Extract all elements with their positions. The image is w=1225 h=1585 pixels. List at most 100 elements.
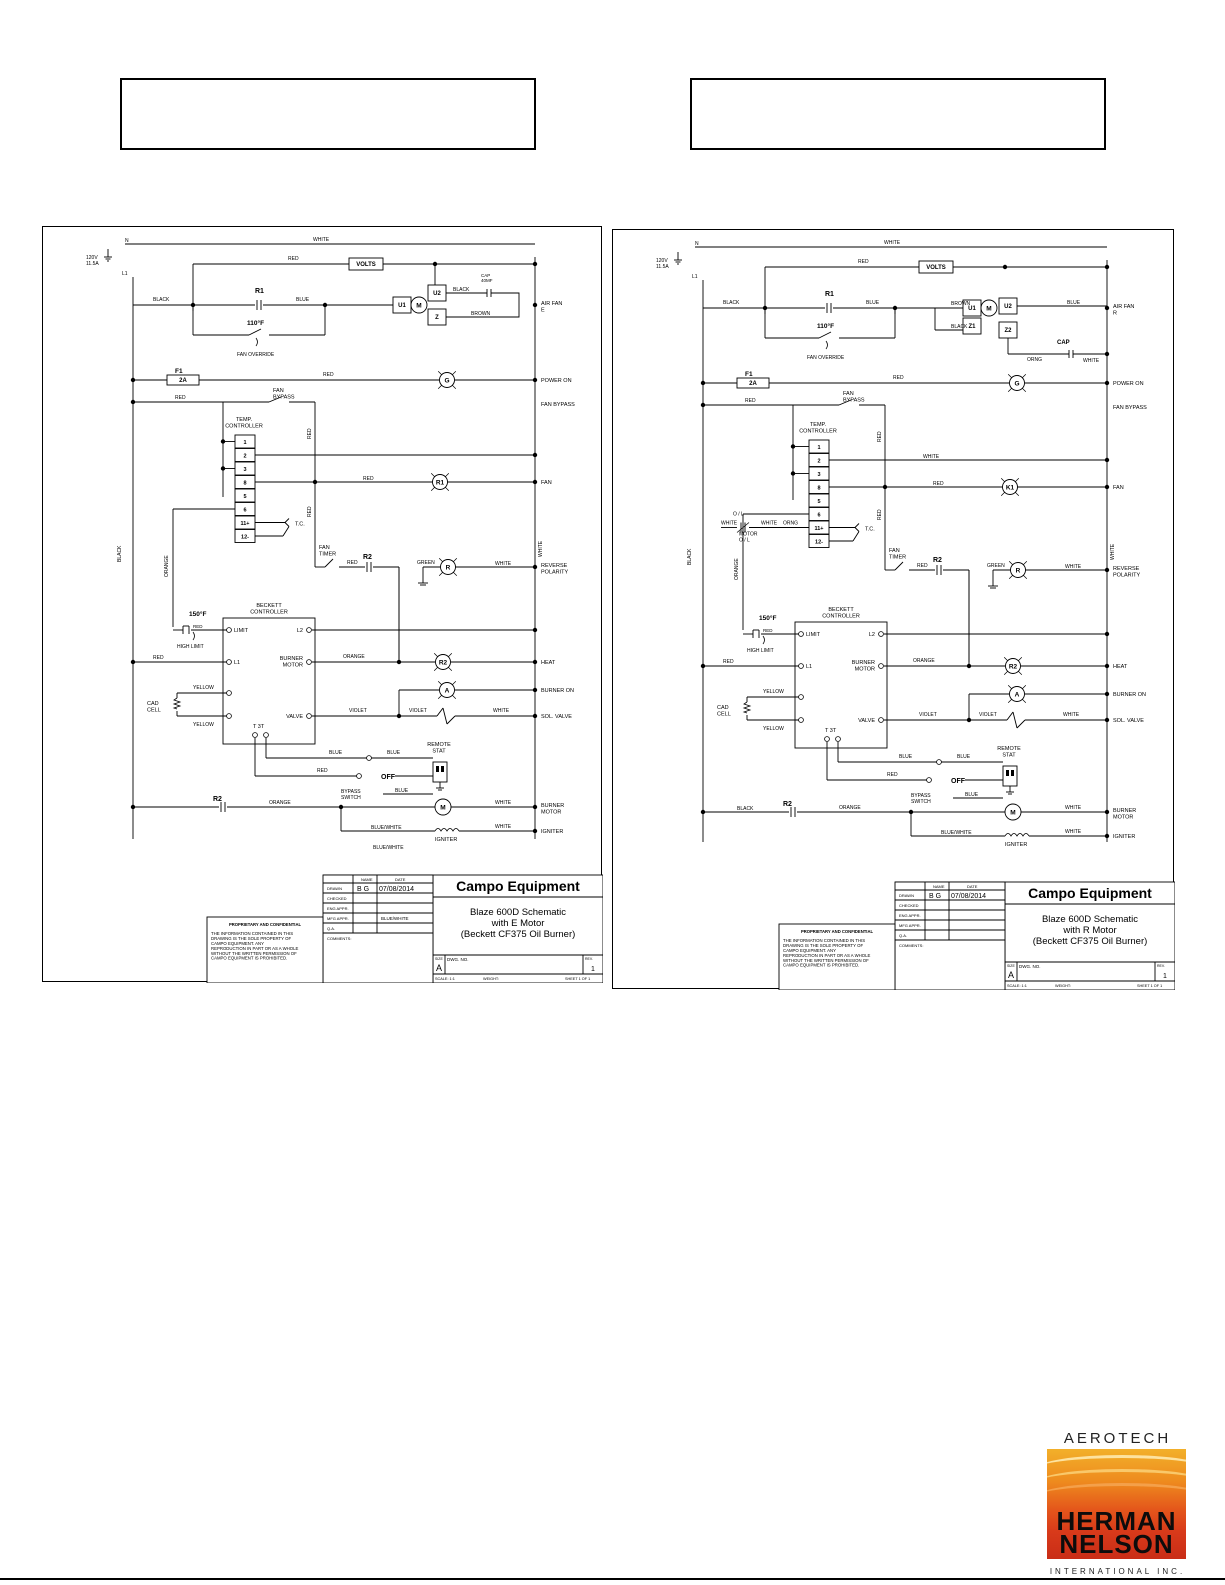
terminal [306,627,312,633]
approval-row-label: Q.A. [899,933,907,938]
burner-on-lamp-label: A [445,688,450,695]
wire-label: BLUE/WHITE [941,830,972,836]
wire-label: VIOLET [349,708,367,714]
rev-label: REV. [585,957,593,961]
terminal-label-1: 1 [243,440,246,446]
line-l1-label: L1 [122,271,128,277]
beckett-controller [794,621,888,749]
wire-label: RED [887,772,898,778]
reverse-polarity-lamp-label: R [1016,568,1021,575]
wire [1023,560,1028,565]
wire-label: RED [175,395,186,401]
wire-label: ORANGE [913,658,935,664]
wire-label: VIOLET [919,712,937,718]
proprietary-title: PROPRIETARY AND CONFIDENTIAL [229,922,302,927]
heat-label: HEAT [1113,664,1128,670]
wire-label: RED [917,563,928,569]
fan-relay-lamp [432,474,448,490]
wire-label: RED [933,481,944,487]
r1-contact-label: R1 [255,288,264,295]
wire-label: BLUE [899,754,913,760]
high-limit-temp-label: 150°F [189,610,206,618]
fan-bypass-label: FAN BYPASS [1113,405,1147,411]
date-header: DATE [395,877,406,882]
terminal-label-11+: 11+ [814,526,823,532]
reverse-polarity-lamp [1010,562,1026,578]
beckett-limit-label: LIMIT [806,632,821,638]
junction-dot [1104,457,1110,463]
wire [854,527,860,532]
cad-cell-resistor [742,701,752,714]
junction-dot [1104,567,1110,573]
tc-label: T.C. [865,527,875,533]
junction-dot [532,377,538,383]
wire [818,331,832,339]
wire [248,328,262,336]
r2-contact-lower-label: R2 [783,801,792,808]
wire-label: ORANGE [734,558,740,580]
wire-label: VIOLET [979,712,997,718]
wire [437,370,442,375]
volts-meter [918,260,954,274]
junction-dot [532,687,538,693]
igniter-label: IGNITER [1113,834,1135,840]
terminal [226,690,232,696]
wire-label: WHITE [495,561,512,567]
power-on-lamp [1009,375,1025,391]
r1-contact-label: R1 [825,291,834,298]
junction-dot [130,399,136,405]
motor-z-terminal-label: Z [435,315,439,321]
fan-relay-lamp-label: R1 [436,480,445,487]
terminal [798,631,804,637]
junction-dot [966,717,972,723]
igniter-coil-label: IGNITER [1005,842,1027,848]
approval-table [322,874,434,983]
company-name: Campo Equipment [1028,885,1152,901]
wire [1007,684,1012,689]
wire [1018,656,1023,661]
power-on-lamp [439,372,455,388]
burner-on-lamp-label: A [1015,692,1020,699]
fan-override-temp-label: 110°F [817,322,834,330]
rev-label: REV. [1157,964,1165,968]
beckett-l2-label: L2 [297,628,303,634]
terminal [226,713,232,719]
junction-dot [130,377,136,383]
wire-label: BLUE [1067,300,1081,306]
junction-dot [532,659,538,665]
wire-label: BROWN [951,301,971,307]
terminal [263,732,269,738]
tc-label: T.C. [295,522,305,528]
fan-motor-symbol [980,299,998,317]
wire-label: O / L [733,512,744,518]
wire-label: RED [363,476,374,482]
r2-contact-upper-label: R2 [363,554,372,561]
terminal-label-12-: 12- [815,540,823,546]
power-on-lamp-label: G [1014,381,1019,388]
wire-label: ORANGE [164,555,170,577]
wire [1022,684,1027,689]
wire-label: BLUE [387,750,401,756]
junction-dot [790,444,796,449]
wire-label: BLUE [866,300,880,306]
wire-label: RED [745,398,756,404]
wire-label: BLACK [723,300,740,306]
junction-dot [1104,691,1110,697]
sheet-label: SHEET 1 OF 1 [565,977,590,981]
weight-label: WEIGHT: [483,977,499,981]
proprietary-notice [778,923,896,990]
wire-label: YELLOW [763,689,784,695]
fuse-f1-label: 2A [749,381,757,387]
wire [1007,388,1012,393]
terminal [878,663,884,669]
high-limit-thermostat [192,631,195,641]
